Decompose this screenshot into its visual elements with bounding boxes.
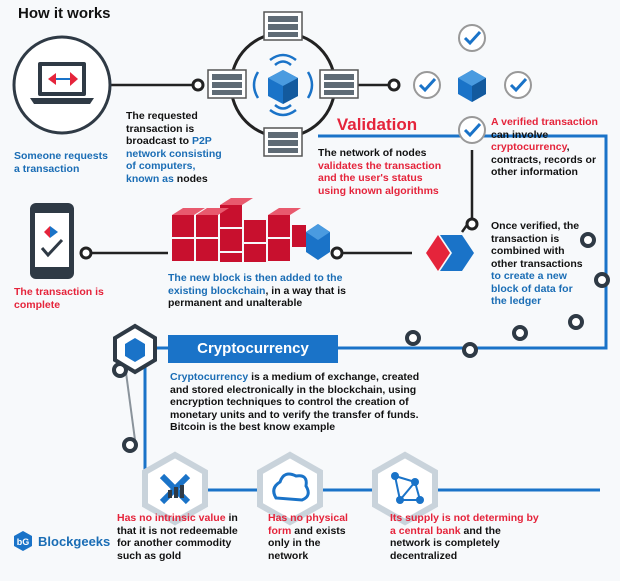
crypto-definition: Cryptocurrency is a medium of exchange, … (170, 371, 428, 434)
crypto-definition-text: is a medium of exchange, created and sto… (170, 371, 420, 433)
cloud-icon (257, 451, 323, 526)
step-verified: A verified transaction can involve crypt… (491, 116, 601, 179)
no-value-icon (142, 451, 208, 526)
combined-text: Once verified, the transaction is combin… (491, 220, 583, 270)
request-line-2: a transaction (14, 162, 80, 175)
crypto-definition-highlight: Cryptocurrency (170, 371, 249, 383)
checkmark-icon (458, 24, 486, 52)
checkmark-icon (504, 71, 532, 99)
connector-node (387, 78, 401, 92)
server-icon (263, 127, 303, 157)
connector-node (191, 78, 205, 92)
cube-icon (268, 70, 298, 104)
feature-intrinsic-text: in that it is not redeemable for another… (117, 512, 238, 562)
added-highlight: The new block is then added to the exist… (168, 272, 343, 297)
added-text: , in a way that is permanent and unalter… (168, 284, 346, 310)
validation-label: Validation (336, 115, 418, 134)
step-combined: Once verified, the transaction is combin… (491, 220, 586, 308)
step-broadcast: The requested transaction is broadcast t… (126, 110, 226, 185)
validation-group (413, 24, 532, 144)
verified-crypto: cryptocurrency (491, 141, 567, 153)
step-request: Someone requests a transaction (14, 150, 114, 175)
server-icon (319, 69, 359, 99)
phone-icon (30, 203, 74, 279)
broadcast-text: The requested transaction is broadcast t… (126, 110, 198, 147)
verified-highlight: A verified transaction (491, 116, 598, 128)
connector-node (465, 217, 479, 231)
server-icon (263, 11, 303, 41)
wifi-icon (252, 53, 314, 117)
connector-node (79, 246, 93, 260)
server-icon (207, 69, 247, 99)
feature-physical-text: and exists only in the network (268, 524, 346, 562)
feature-supply-highlight: Its supply is not determing by a central… (390, 512, 539, 537)
combined-text-end: for the ledger (491, 282, 573, 308)
node-ring (207, 11, 359, 157)
network-icon (372, 451, 438, 526)
broadcast-highlight: P2P network consisting of computers, kno… (126, 135, 222, 185)
cube-icon (458, 70, 486, 102)
brand-name: Blockgeeks (38, 533, 111, 549)
step-validation: The network of nodes validates the trans… (318, 147, 446, 197)
checkmark-icon (458, 116, 486, 144)
brand-logo: bG Blockgeeks (12, 530, 110, 552)
validation-highlight: validates the transaction and the user's… (318, 159, 442, 197)
crypto-label: Cryptocurrency (168, 335, 338, 363)
feature-physical-highlight: Has no physical form (268, 512, 348, 537)
brand-icon: bG (14, 531, 32, 551)
connector-node (330, 246, 344, 260)
feature-physical: Has no physical form and exists only in … (268, 512, 350, 562)
validation-text: The network of nodes (318, 147, 427, 159)
combined-highlight: to create a new block of data (491, 270, 567, 295)
broadcast-text-end: nodes (173, 172, 208, 185)
verified-text-end: , contracts, records or other informatio… (491, 141, 597, 178)
laptop-icon (12, 35, 112, 135)
step-complete: The transaction is complete (14, 286, 104, 311)
page-title: How it works (18, 5, 111, 22)
request-line-1: Someone requests (14, 150, 108, 162)
grey-line (124, 364, 136, 441)
feature-supply-text: and the network is completely decentrali… (390, 524, 501, 562)
path-dots (112, 232, 610, 453)
feature-supply: Its supply is not determing by a central… (390, 512, 542, 562)
step-added: The new block is then added to the exist… (168, 272, 353, 310)
checkmark-icon (413, 71, 441, 99)
crypto-hex (113, 323, 157, 375)
chevron-icon (426, 235, 474, 271)
verified-text: can involve (491, 128, 549, 141)
brand-mark: bG (17, 537, 30, 547)
blockchain-icon (172, 198, 330, 262)
feature-intrinsic-highlight: Has no intrinsic value (117, 512, 226, 524)
feature-intrinsic: Has no intrinsic value in that it is not… (117, 512, 242, 562)
